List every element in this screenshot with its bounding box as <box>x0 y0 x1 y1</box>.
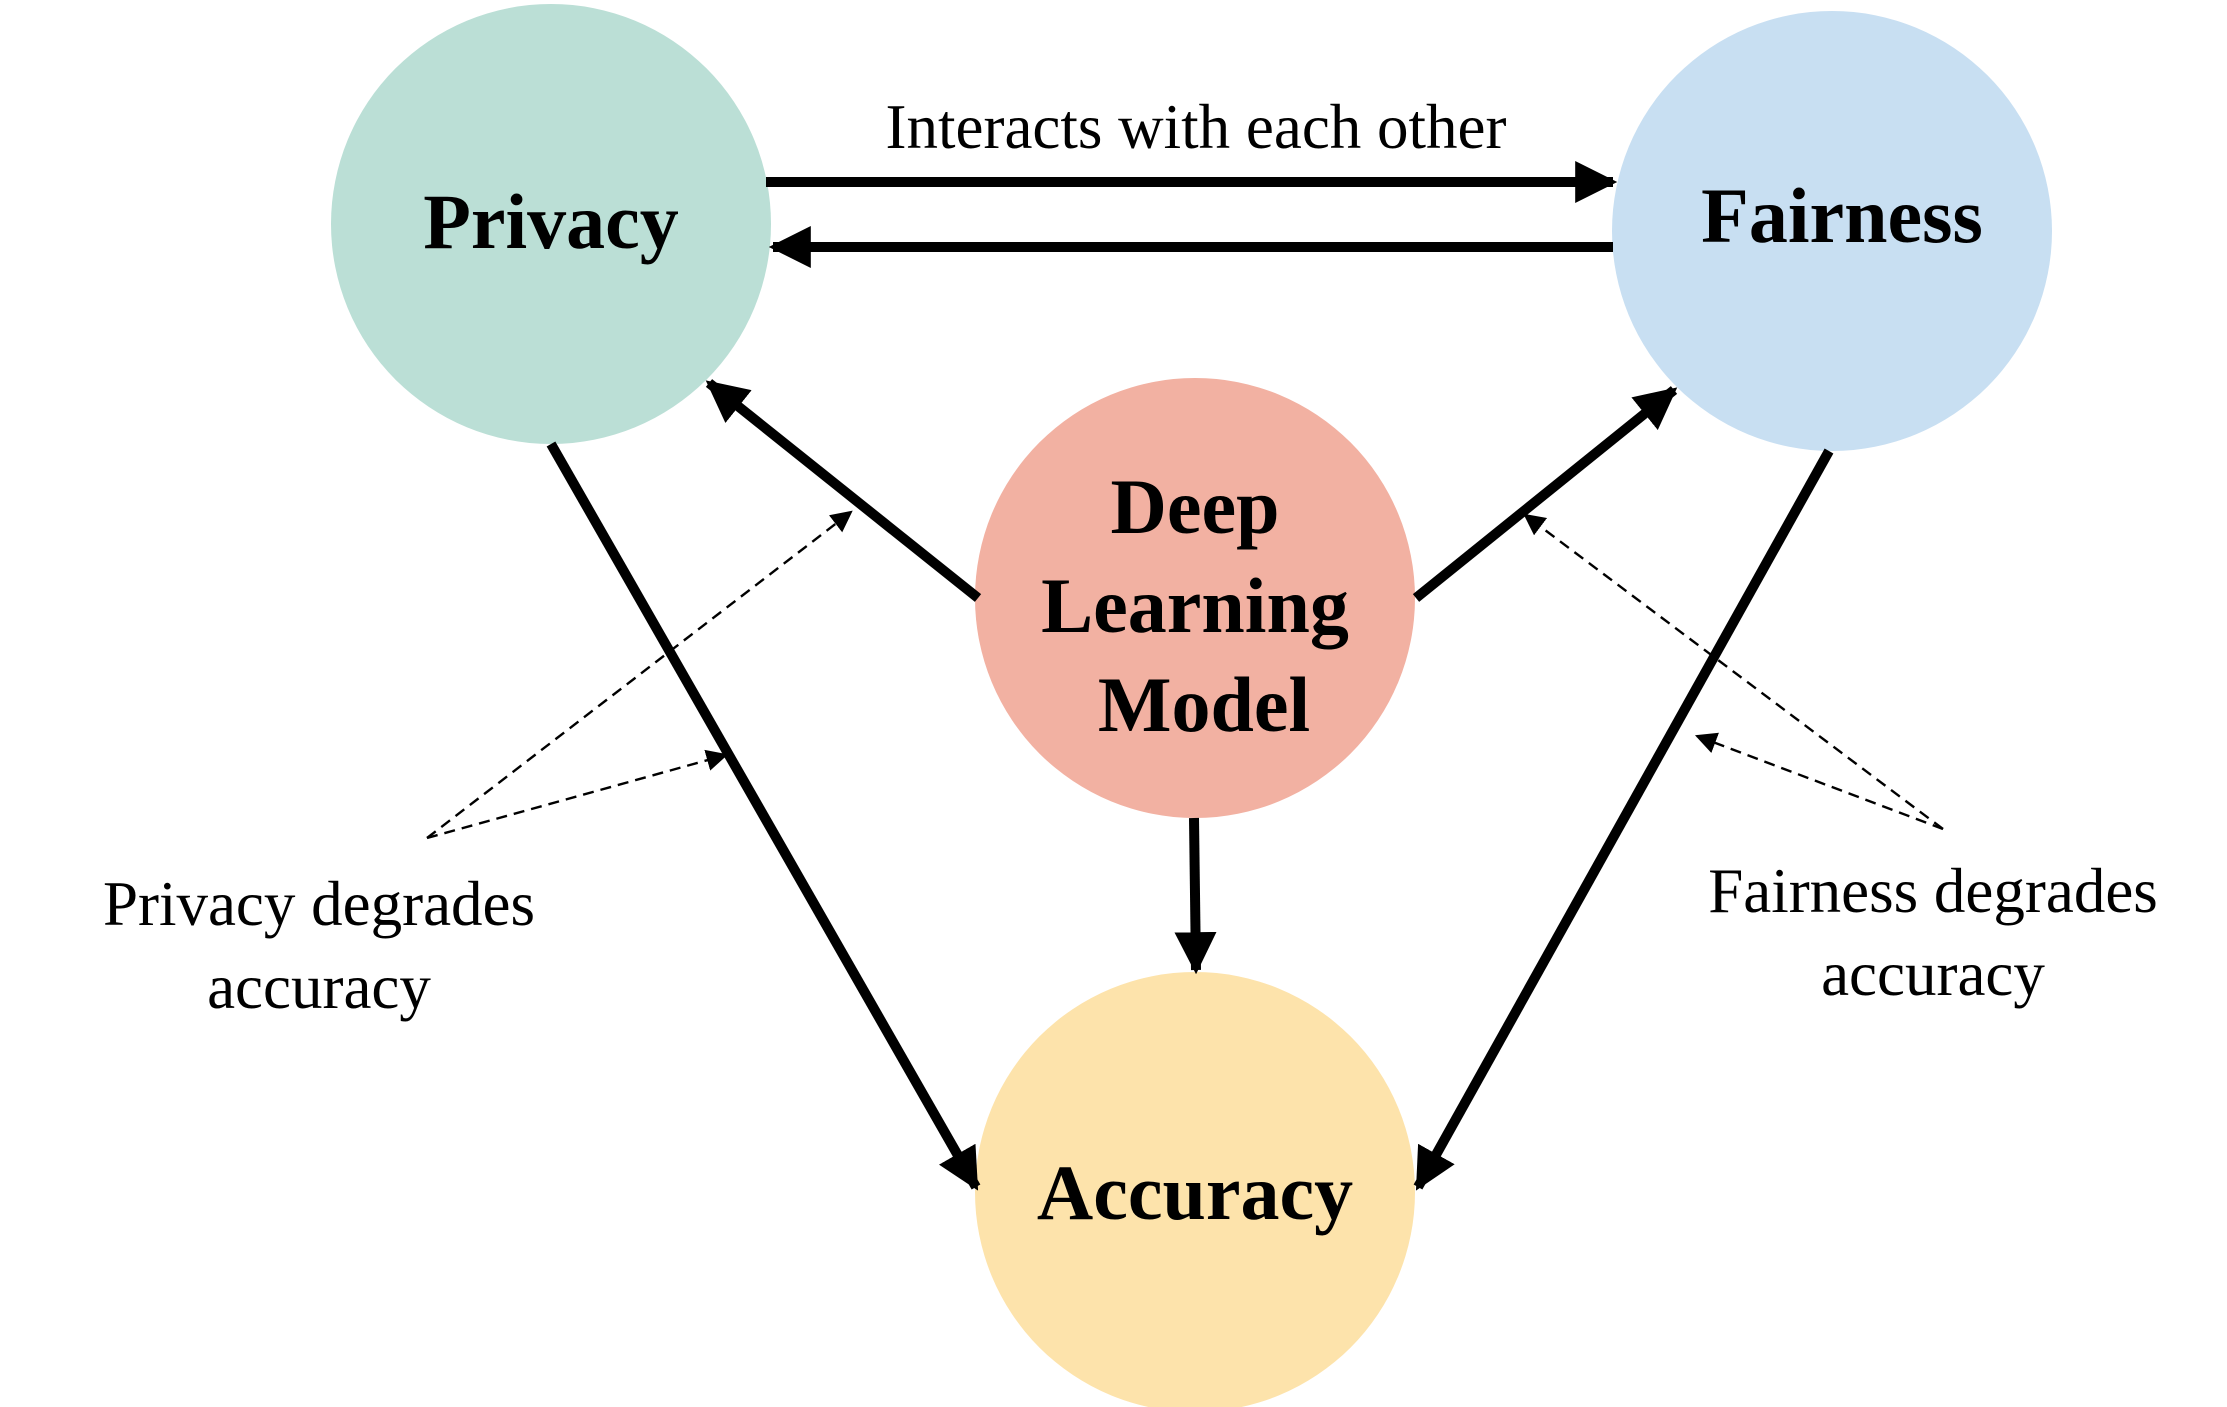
dashed-arrow-fairness-2 <box>1694 732 1944 831</box>
fairness-label: Fairness <box>1701 172 1983 259</box>
arrow-model-to-accuracy <box>1174 817 1217 975</box>
dashed-arrow-privacy-1 <box>426 510 853 839</box>
arrow-model-to-privacy <box>705 379 982 602</box>
interact-label: Interacts with each other <box>886 92 1507 162</box>
privacy-note-line-2: accuracy <box>207 952 431 1022</box>
model-label-line-2: Learning <box>1041 562 1349 649</box>
accuracy-node <box>975 972 1415 1407</box>
model-label-line-3: Model <box>1098 661 1310 748</box>
model-node <box>975 378 1415 818</box>
arrow-privacy-to-accuracy <box>546 441 981 1191</box>
fairness-note-line-2: accuracy <box>1821 939 2045 1009</box>
arrow-fairness-to-accuracy <box>1413 448 1834 1191</box>
privacy-node <box>331 4 771 444</box>
model-label-line-1: Deep <box>1111 463 1280 550</box>
dashed-arrow-privacy-2 <box>426 749 729 840</box>
fairness-note-line-1: Fairness degrades <box>1708 856 2158 926</box>
dashed-arrow-fairness-1 <box>1523 513 1944 830</box>
arrow-model-to-fairness <box>1412 386 1678 602</box>
privacy-note-line-1: Privacy degrades <box>103 869 535 939</box>
privacy-label: Privacy <box>423 178 679 265</box>
accuracy-label: Accuracy <box>1037 1149 1353 1236</box>
fairness-node <box>1612 11 2052 451</box>
